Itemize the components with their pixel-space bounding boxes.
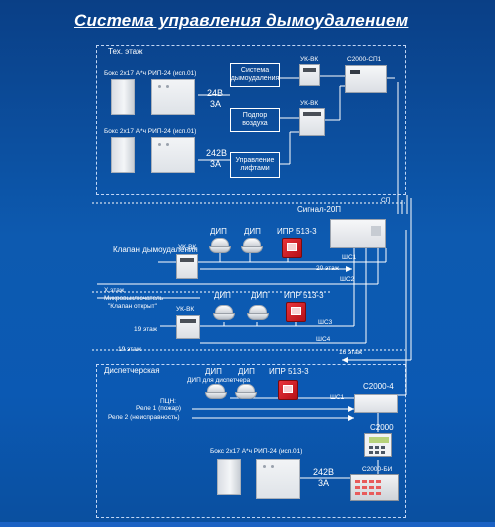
dip-d-label: ДИП: [251, 291, 268, 300]
s2000sp1-label: С2000-СП1: [347, 56, 382, 63]
box1-caption: Бокс 2х17 А*ч РИП-24 (исп.01): [104, 70, 197, 77]
dispatch-smoke-detector-2: [235, 384, 257, 400]
smoke-detector-a: [209, 238, 231, 254]
ukvk-1-label: УК-ВК: [300, 56, 319, 63]
pcn-label: ПЦН:: [160, 398, 176, 405]
dispatcher-zone: [96, 364, 406, 518]
s2000-4-device: [354, 394, 398, 413]
smoke-detector-b: [241, 238, 263, 254]
bottom-bar: [0, 522, 495, 527]
ukvk-3-device: [176, 254, 198, 279]
dispatch-smoke-detector-1: [205, 384, 227, 400]
ukvk-2-device: [299, 108, 325, 136]
s2000bi-label: С2000-БИ: [362, 466, 393, 473]
floor20-label: 20 этаж: [316, 265, 340, 272]
smoke-detector-d: [247, 305, 269, 321]
bus-mark-sp: СП: [381, 197, 391, 204]
ukvk-1-device: [299, 64, 320, 86]
limit-switch-label-1: Микровыключатель: [104, 295, 164, 302]
floor19-label: 19 этаж: [134, 326, 158, 333]
battery-box-2: [111, 137, 135, 173]
ipr-2-label: ИПР 513-3: [284, 291, 324, 300]
dispatch-ipr-label: ИПР 513-3: [269, 367, 309, 376]
floor16-label: 16 этаж: [339, 349, 363, 356]
psu2-voltage: 242В: [206, 148, 228, 158]
ukvk-3-label: УК-ВК: [178, 244, 197, 251]
elevator-control-box: Управление лифтами: [230, 152, 280, 178]
dispatch-dip2-label: ДИП: [238, 367, 255, 376]
dispatch-dip-label: ДИП: [205, 367, 222, 376]
manual-call-point-2: [286, 302, 306, 322]
psu-rip24-1: [151, 79, 195, 115]
dip-for-dispatcher-label: ДИП для диспетчера: [187, 377, 251, 384]
page-title: Система управления дымоудалением: [74, 11, 409, 30]
dip-a-label: ДИП: [210, 227, 227, 236]
relay1-label: Реле 1 (пожар): [136, 405, 182, 412]
smoke-detector-c: [213, 305, 235, 321]
s2000-keypad: [364, 433, 392, 457]
shs3-label: ШС3: [318, 319, 333, 326]
dispatch-psu-current: 3А: [318, 478, 330, 488]
dispatch-battery-box: [217, 459, 241, 495]
s2000bi-panel: [350, 474, 399, 501]
dispatcher-label: Диспетчерская: [104, 366, 160, 375]
dip-c-label: ДИП: [214, 291, 231, 300]
smoke-valve-label: Клапан дымоудаления: [113, 245, 198, 254]
psu-rip24-2: [151, 137, 195, 173]
floor19b-label: 19 этаж: [118, 346, 142, 353]
smoke-removal-system-box: Система дымоудаления: [230, 63, 280, 87]
dip-b-label: ДИП: [244, 227, 261, 236]
manual-call-point-1: [282, 238, 302, 258]
dispatch-psu-rip24: [256, 459, 300, 499]
ukvk-2-label: УК-ВК: [300, 100, 319, 107]
psu1-current: 3А: [210, 99, 222, 109]
ukvk-4-label: УК-ВК: [176, 306, 195, 313]
s2000-4-label: С2000-4: [363, 382, 394, 391]
tech-floor-zone: [96, 45, 406, 195]
dispatch-psu-voltage: 242В: [313, 467, 335, 477]
air-supply-box: Подпор воздуха: [230, 108, 280, 132]
shs4-label: ШС4: [316, 336, 331, 343]
dispatch-shs1-label: ШС1: [330, 394, 345, 401]
signal20p-device: [330, 219, 386, 248]
shs2-label: ШС2: [340, 276, 355, 283]
ukvk-4-device: [176, 315, 200, 339]
battery-box-1: [111, 79, 135, 115]
psu1-voltage: 24В: [207, 88, 224, 98]
relay2-label: Реле 2 (неисправность): [108, 414, 180, 421]
signal20p-label: Сигнал-20П: [297, 205, 342, 214]
s2000sp1-device: [345, 65, 387, 93]
dispatch-manual-call-point: [278, 380, 298, 400]
dispatch-box-caption: Бокс 2х17 А*ч РИП-24 (исп.01): [210, 448, 303, 455]
x-floor-mark: Х этаж: [104, 287, 125, 294]
tech-floor-label: Тех. этаж: [108, 47, 143, 56]
box2-caption: Бокс 2х17 А*ч РИП-24 (исп.01): [104, 128, 197, 135]
limit-switch-label-2: "Клапан открыт": [108, 303, 157, 310]
shs1-label: ШС1: [342, 254, 357, 261]
s2000-label: С2000: [370, 423, 394, 432]
ipr-1-label: ИПР 513-3: [277, 227, 317, 236]
psu2-current: 3А: [210, 159, 222, 169]
